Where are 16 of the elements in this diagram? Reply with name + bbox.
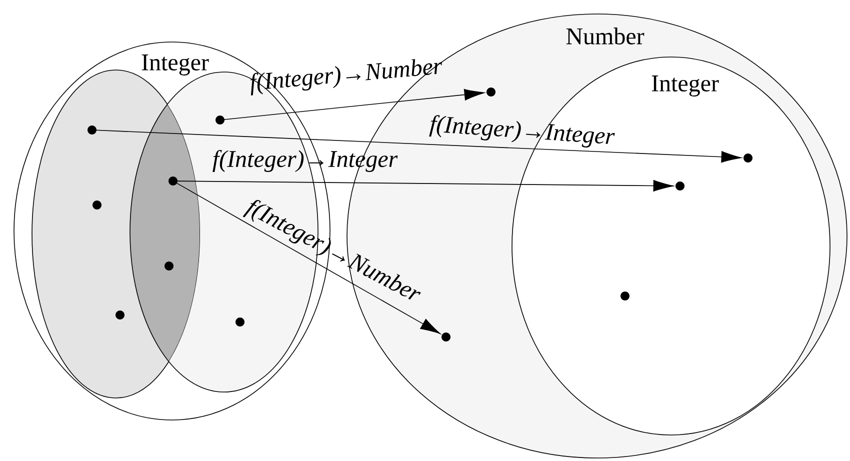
arrow [223, 88, 484, 120]
dot [744, 154, 752, 162]
dot [92, 200, 102, 210]
dot [236, 318, 244, 326]
dot [676, 182, 684, 190]
edge-label: f(Integer)→Integer [429, 115, 615, 148]
dot [168, 176, 178, 186]
dot [164, 262, 174, 270]
dot [88, 126, 96, 134]
arrow [176, 180, 674, 192]
dot [486, 88, 496, 96]
dot [216, 116, 224, 124]
dot [116, 310, 124, 320]
dot [442, 332, 450, 342]
arrow [176, 182, 440, 334]
dot [620, 292, 630, 300]
